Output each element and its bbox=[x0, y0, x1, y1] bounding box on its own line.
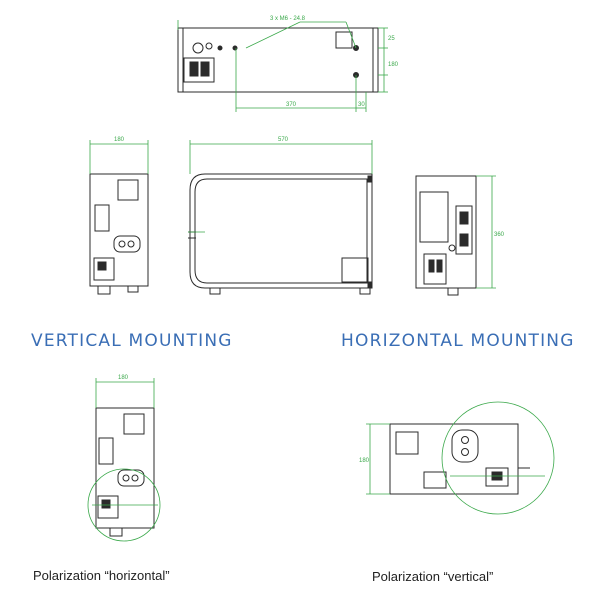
dim-label-side-180: 180 bbox=[114, 137, 125, 143]
top-view-outline bbox=[177, 27, 379, 93]
dim-label-pol-v-180: 180 bbox=[359, 458, 370, 464]
dim-label-370: 370 bbox=[286, 102, 297, 108]
caption-polarization-vertical: Polarization “vertical” bbox=[372, 569, 494, 584]
dim-label-end-360: 360 bbox=[494, 232, 505, 238]
dim-label-pol-h-180: 180 bbox=[118, 375, 129, 381]
front-view-panel bbox=[341, 257, 369, 283]
dim-label-30: 30 bbox=[358, 102, 365, 108]
front-view-outline bbox=[189, 173, 373, 289]
pol-horizontal-view bbox=[95, 407, 155, 537]
dim-label-180-top: 180 bbox=[388, 62, 399, 68]
pol-vertical-view bbox=[389, 423, 530, 495]
side-view-outline bbox=[89, 173, 149, 287]
top-view bbox=[177, 27, 379, 93]
dim-label-holes: 3 x M6 - 24.8 bbox=[270, 16, 306, 22]
pol-horizontal-outline bbox=[95, 407, 155, 529]
side-view bbox=[89, 173, 149, 295]
pol-horizontal-circle bbox=[87, 468, 161, 542]
dim-label-front-570: 570 bbox=[278, 137, 289, 143]
front-view bbox=[188, 173, 373, 295]
pol-vertical-circle bbox=[441, 401, 555, 515]
dim-label-25: 25 bbox=[388, 36, 395, 42]
top-view-port bbox=[335, 31, 353, 49]
end-view-outline bbox=[415, 175, 477, 289]
heading-vertical-mounting: VERTICAL MOUNTING bbox=[31, 331, 233, 351]
heading-horizontal-mounting: HORIZONTAL MOUNTING bbox=[341, 331, 575, 351]
caption-polarization-horizontal: Polarization “horizontal” bbox=[33, 568, 170, 583]
end-view bbox=[415, 175, 477, 296]
mount-hole bbox=[217, 45, 223, 51]
top-view-connector-panel bbox=[183, 57, 215, 83]
pol-vertical-outline bbox=[389, 423, 519, 495]
